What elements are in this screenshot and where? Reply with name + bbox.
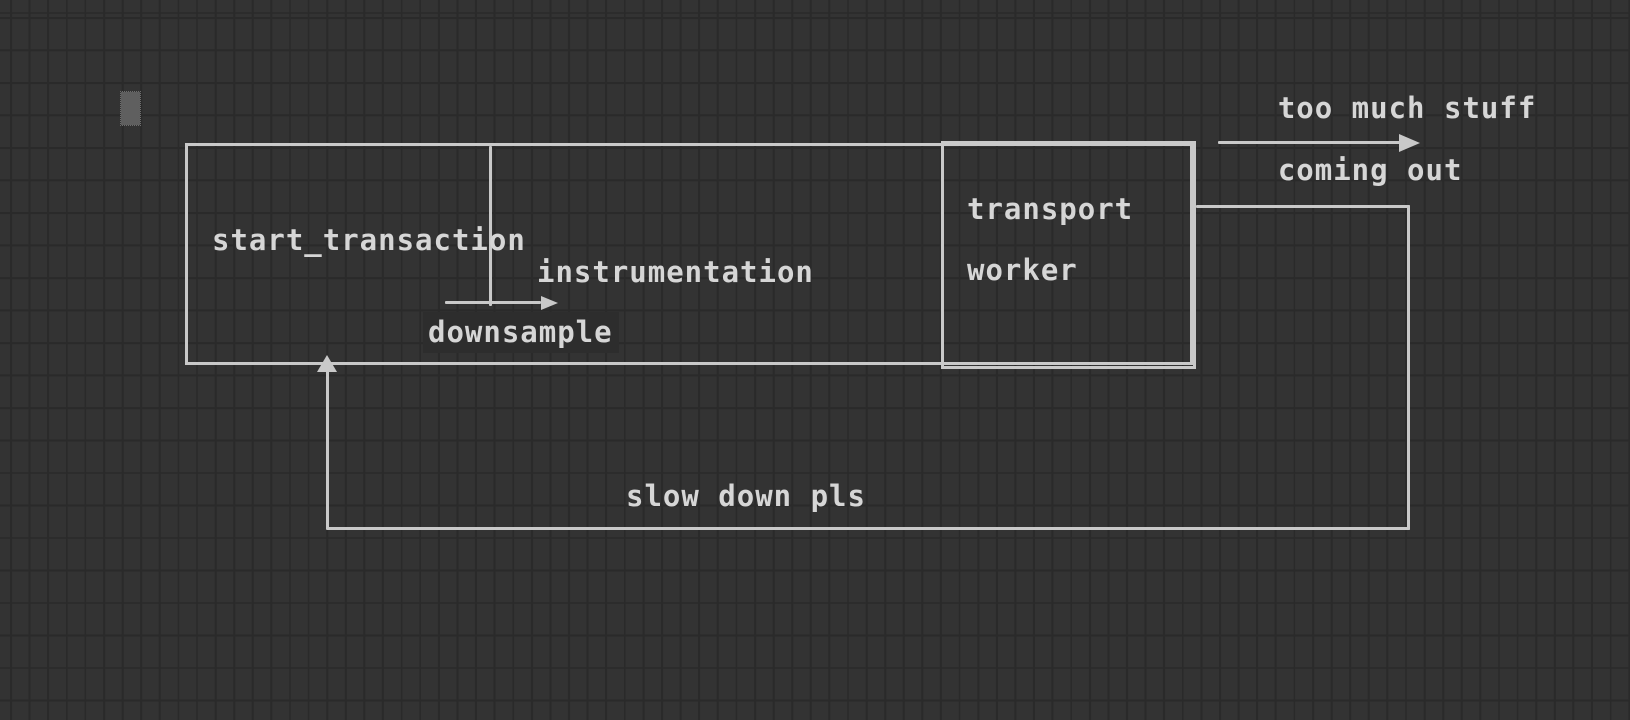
feedback-bottom-line (327, 527, 1410, 530)
instrumentation-label[interactable]: instrumentation (537, 255, 814, 289)
worker-label[interactable]: worker (967, 253, 1078, 287)
output-annotation-line1: too much stuff (1277, 91, 1537, 125)
pipeline-divider-line (489, 146, 492, 306)
transport-label[interactable]: transport (967, 192, 1134, 226)
feedback-label[interactable]: slow down pls (626, 479, 866, 513)
downsample-label-highlight (423, 312, 619, 353)
transport-worker-box[interactable] (941, 141, 1196, 369)
output-arrowhead-icon (1399, 134, 1420, 152)
feedback-arrowhead-icon (317, 355, 337, 372)
output-annotation-line2: coming out (1277, 153, 1463, 187)
text-cursor-block (120, 91, 141, 126)
start-transaction-label[interactable]: start_transaction (212, 223, 526, 257)
downsample-arrow-line (445, 301, 541, 304)
feedback-return-line (326, 371, 329, 530)
pipeline-box[interactable] (185, 143, 1193, 365)
output-annotation[interactable]: too much stuff coming out (1204, 62, 1536, 217)
downsample-arrowhead-icon (541, 296, 558, 310)
downsample-label[interactable]: downsample (428, 315, 613, 349)
feedback-right-line (1407, 205, 1410, 530)
feedback-exit-line (1196, 205, 1410, 208)
output-arrow-line (1218, 141, 1400, 144)
